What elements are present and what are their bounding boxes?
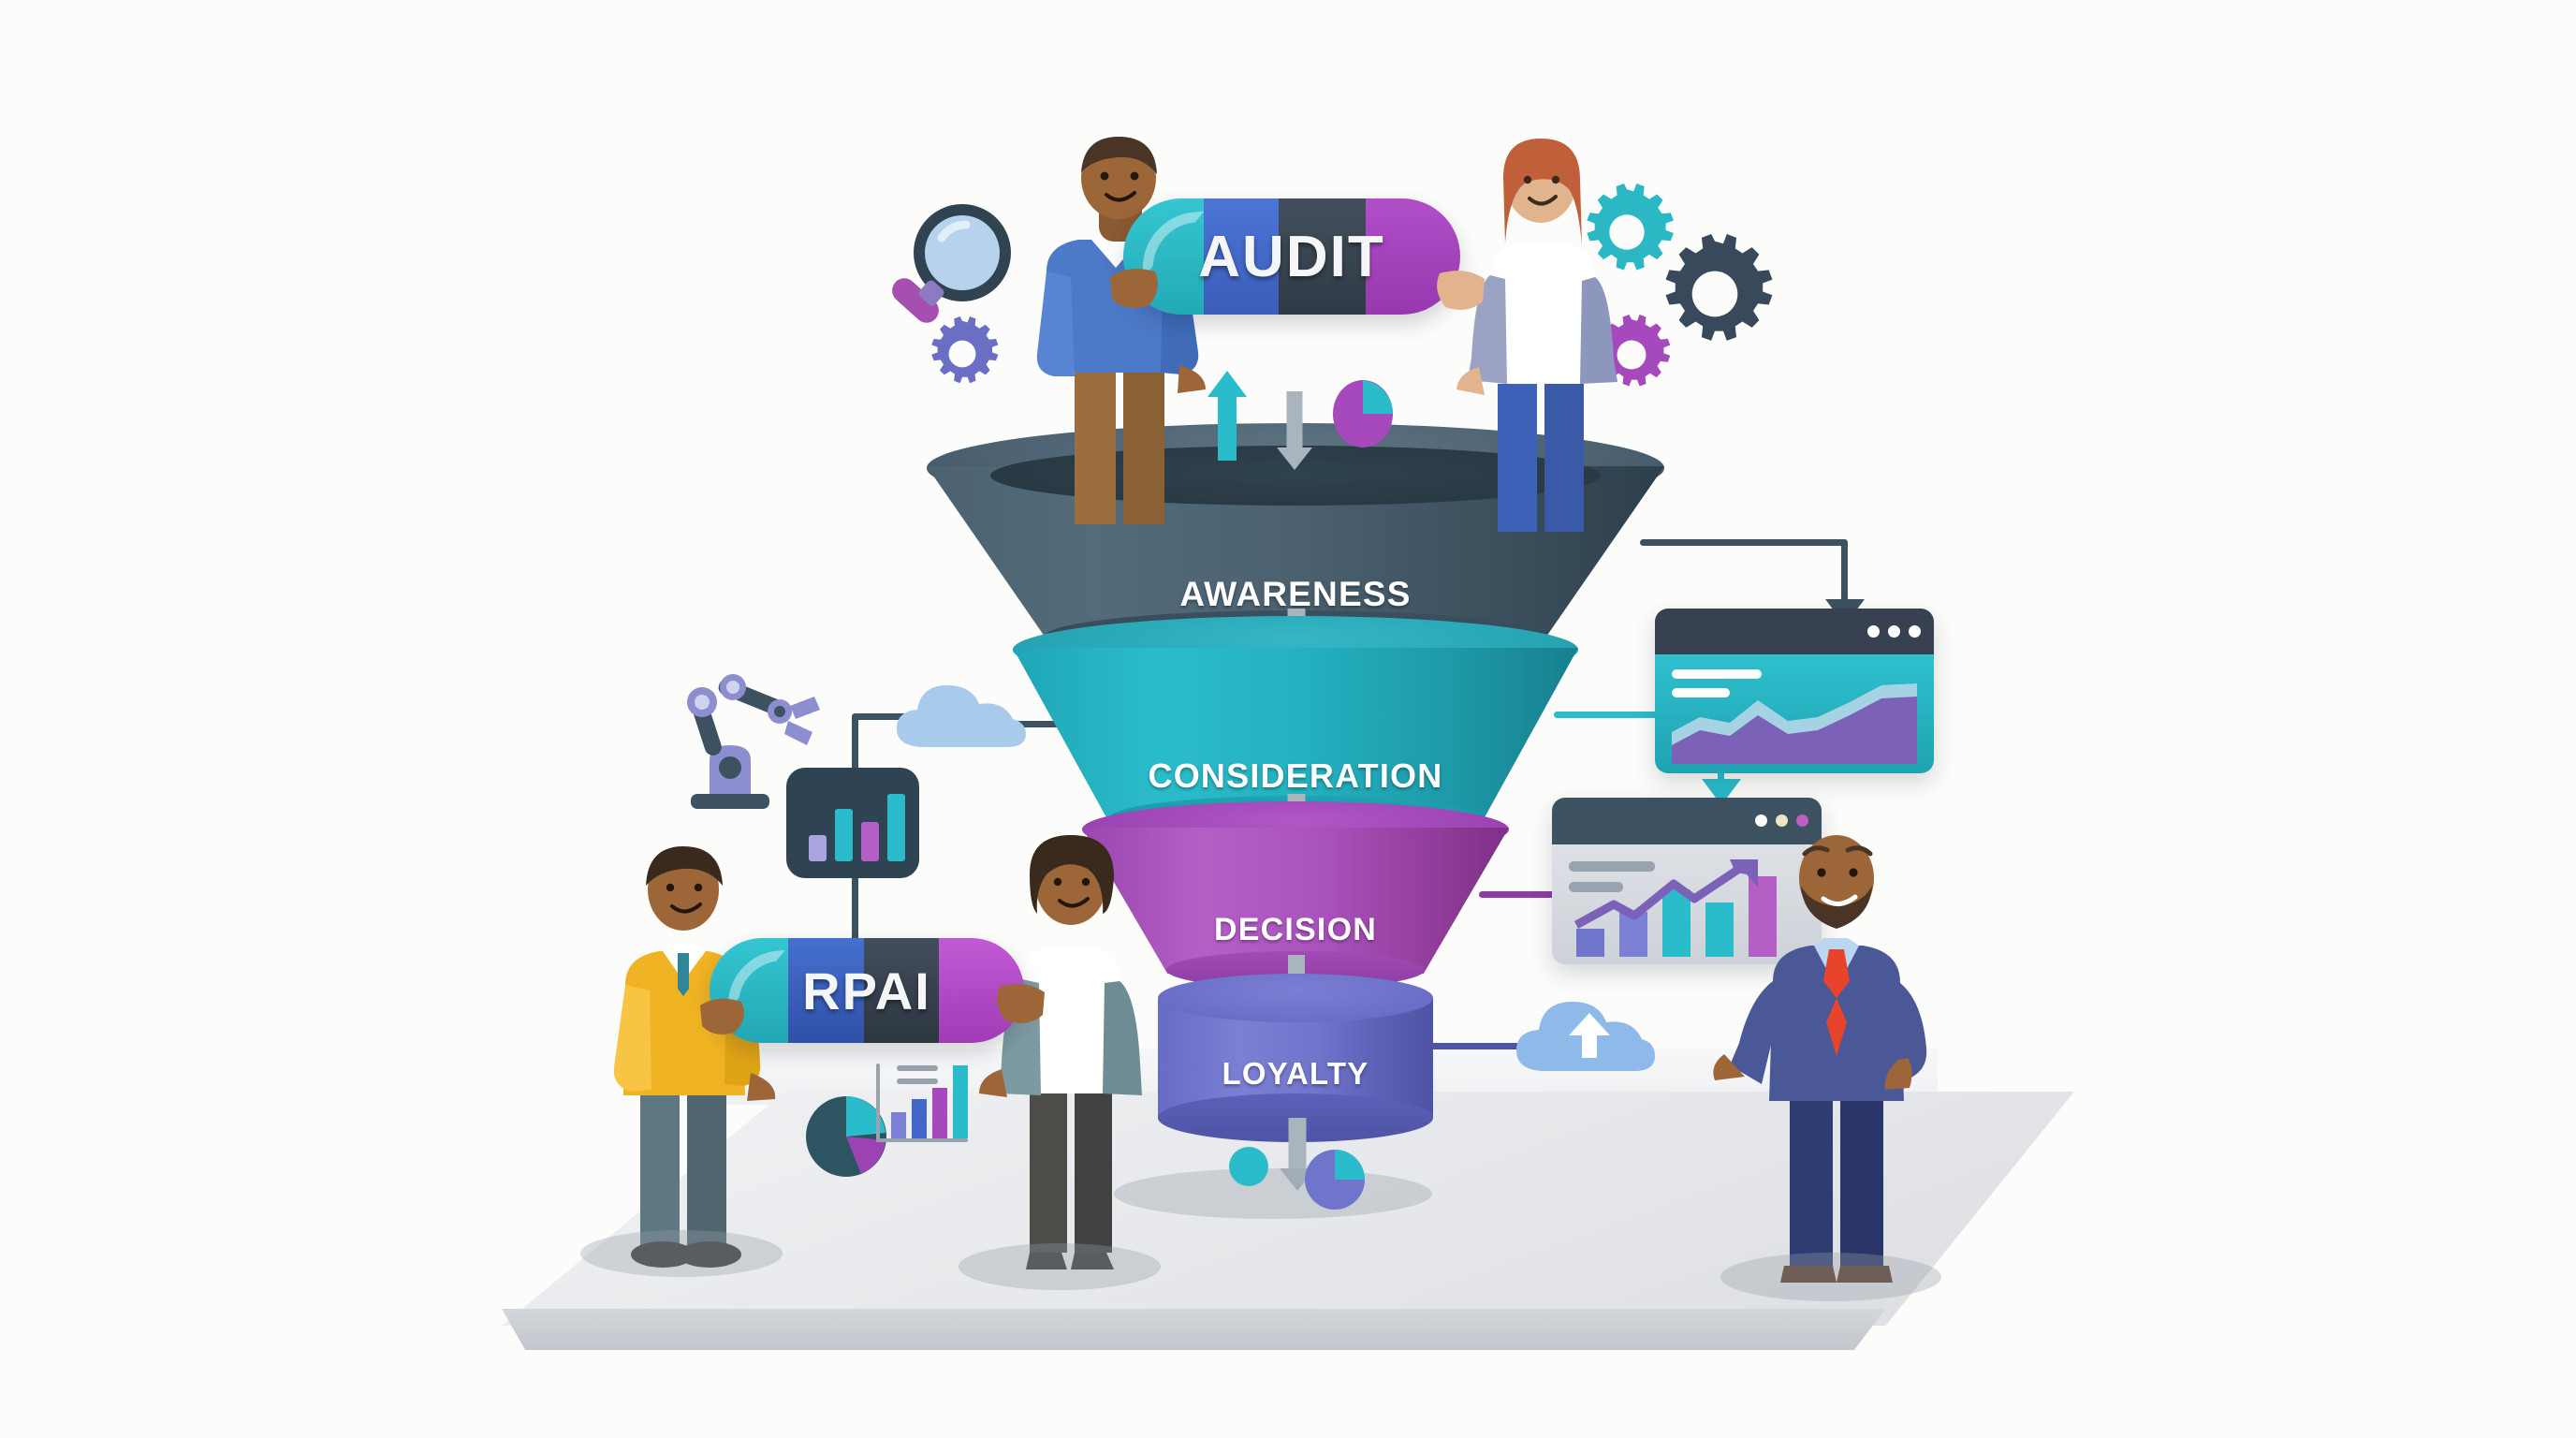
window-text-line-1 [1672, 669, 1762, 680]
rpai-band-3 [863, 938, 940, 1043]
hand-left-audit [1105, 262, 1164, 315]
small-bar-chart-icon [871, 1058, 973, 1153]
window-dot-2 [1888, 625, 1900, 638]
funnel-label-consideration: CONSIDERATION [1148, 756, 1443, 795]
cloud-icon [891, 674, 1032, 753]
gear-periwinkle-icon [925, 316, 1000, 391]
audit-pill[interactable]: AUDIT [1123, 198, 1460, 315]
window-content-bar [1552, 844, 1822, 964]
audit-band-2 [1204, 198, 1279, 315]
cloud-upload-icon [1511, 990, 1661, 1077]
window-dot-6 [1796, 814, 1808, 828]
person-man-blue-suit [1713, 814, 1949, 1292]
shadow-teal-blazer [959, 1243, 1161, 1290]
gear-teal-icon [1578, 183, 1676, 281]
pie-chart-small-icon [1303, 1148, 1367, 1211]
area-chart-svg [1672, 682, 1917, 764]
person-woman-gray-blazer [1442, 133, 1638, 545]
window-dot-4 [1755, 814, 1767, 828]
person-man-yellow-sweater [584, 831, 781, 1271]
rpai-pill[interactable]: RPAI [710, 938, 1024, 1043]
window-titlebar [1655, 609, 1934, 655]
teal-dot-icon [1229, 1147, 1268, 1186]
rpai-pill-label: RPAI [802, 961, 931, 1020]
analytics-window-bar[interactable] [1552, 798, 1822, 964]
pie-chart-icon [803, 1093, 889, 1180]
person-woman-teal-blazer [972, 824, 1168, 1273]
window-text-line-4 [1569, 881, 1623, 892]
hand-left-rpai [695, 992, 751, 1041]
platform-edge [502, 1309, 1886, 1350]
magnifier-icon [884, 197, 1024, 346]
funnel-consideration[interactable]: CONSIDERATION [1013, 648, 1578, 822]
grey-down-arrow-mouth-icon [1277, 391, 1312, 470]
funnel-ground-shadow [1114, 1168, 1432, 1219]
bar-chart-tile-icon [786, 768, 919, 878]
window-content-area [1655, 654, 1934, 773]
window-text-line-3 [1569, 860, 1655, 872]
window-dot-1 [1867, 625, 1880, 638]
gear-purple-icon [1591, 315, 1672, 395]
robot-arm-icon [674, 674, 842, 831]
analytics-window-area[interactable] [1655, 609, 1934, 773]
gear-slate-icon [1655, 234, 1775, 354]
window-dot-3 [1909, 625, 1921, 638]
funnel-loyalty-top [1158, 974, 1433, 1022]
audit-band-3 [1278, 198, 1367, 315]
window-dot-5 [1776, 814, 1788, 828]
teal-up-arrow-icon [1208, 371, 1247, 461]
bar-chart-svg [1573, 858, 1777, 957]
person-man-blue-sweater [1013, 131, 1219, 543]
shadow-yellow-sweater [580, 1230, 783, 1277]
window-text-line-2 [1672, 688, 1730, 698]
funnel-label-loyalty: LOYALTY [1222, 1056, 1369, 1091]
funnel-label-decision: DECISION [1214, 912, 1377, 947]
shadow-blue-suit [1720, 1253, 1941, 1301]
hand-right-audit [1430, 264, 1490, 316]
audit-pill-label: AUDIT [1198, 224, 1385, 289]
pie-chart-rim-icon [1331, 374, 1395, 448]
rpai-band-2 [788, 938, 864, 1043]
window-titlebar-2 [1552, 798, 1822, 844]
hand-right-rpai [990, 977, 1050, 1030]
funnel-label-awareness: AWARENESS [1179, 575, 1412, 613]
